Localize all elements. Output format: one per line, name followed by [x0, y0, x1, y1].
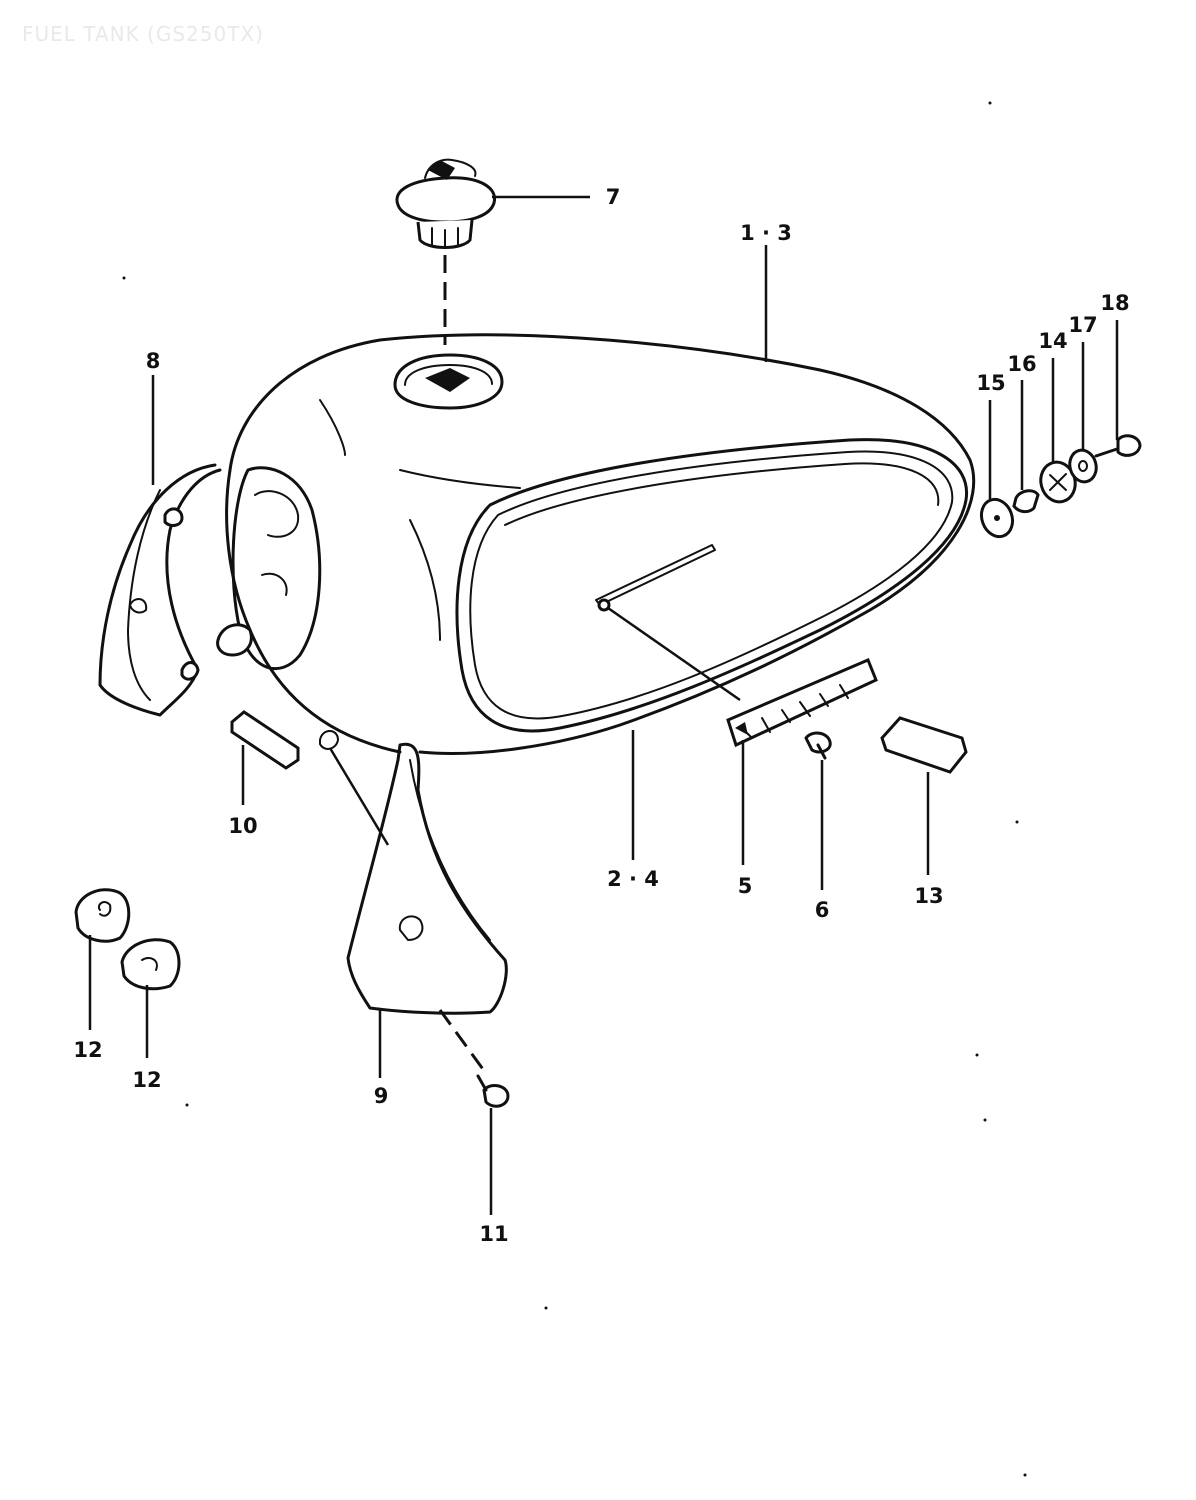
callout-12-b: 12: [132, 1068, 161, 1092]
bolt: [1094, 434, 1142, 458]
grommet-a: [74, 888, 131, 943]
callout-11: 11: [479, 1222, 508, 1246]
filler-neck: [393, 353, 504, 410]
callout-5: 5: [738, 874, 753, 898]
grommet-b: [120, 938, 181, 991]
collar: [1012, 489, 1040, 514]
callout-16: 16: [1007, 352, 1036, 376]
tank-emblem: [726, 658, 878, 748]
leader-lines: [88, 195, 1119, 1215]
tank-side-panel: [455, 438, 969, 733]
emblem-screw: [804, 731, 832, 760]
rubber-cushion: [230, 710, 300, 770]
mounting-washer: [979, 497, 1015, 539]
callout-7: 7: [606, 185, 621, 209]
callout-18: 18: [1100, 291, 1129, 315]
fuel-cap: [395, 158, 497, 249]
callout-17: 17: [1068, 313, 1097, 337]
callout-2-4: 2 · 4: [607, 867, 659, 891]
flat-washer: [1068, 448, 1098, 484]
callout-6: 6: [815, 898, 830, 922]
side-cover-lower: [346, 742, 508, 1015]
diagram-title: FUEL TANK (GS250TX): [22, 22, 264, 46]
emblem-guide-line: [607, 606, 741, 702]
scan-specks: [122, 101, 1027, 1477]
fuel-tank: [225, 333, 976, 755]
emblem-bracket: [595, 544, 716, 606]
callout-12-a: 12: [73, 1038, 102, 1062]
emblem-mount-hole: [597, 598, 611, 612]
side-cover-screw: [476, 1074, 510, 1108]
callout-8: 8: [146, 349, 161, 373]
callout-15: 15: [976, 371, 1005, 395]
side-cover-left: [98, 463, 222, 717]
callout-13: 13: [914, 884, 943, 908]
callout-14: 14: [1038, 329, 1067, 353]
mount-boss: [319, 730, 339, 750]
callout-1-3: 1 · 3: [740, 221, 792, 245]
screw-guide-line: [438, 1009, 487, 1073]
tank-cushion: [880, 716, 968, 774]
callout-9: 9: [374, 1084, 389, 1108]
side-cover-guide-line: [328, 747, 390, 846]
tank-knee-recess: [216, 466, 322, 671]
callout-10: 10: [228, 814, 257, 838]
